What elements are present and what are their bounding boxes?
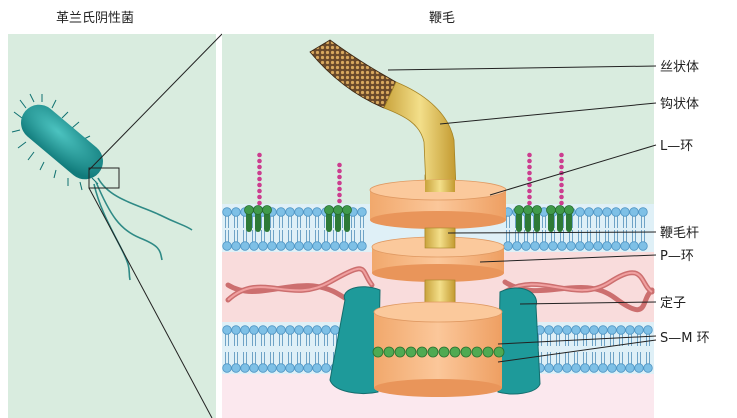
sm-ring [372,301,505,397]
stator-left [329,286,381,394]
hook [383,81,457,189]
label-filament: 丝状体 [660,60,699,75]
label-stator: 定子 [660,296,686,311]
label-rod: 鞭毛杆 [660,226,699,241]
peptidoglycan-highlights [227,267,653,301]
sm-ring-beads [372,346,505,358]
zoom-line-top [88,33,223,171]
leader-lines [387,65,657,363]
title-gram-negative: 革兰氏阴性菌 [56,11,134,26]
label-sm-ring: S—M 环 [660,331,710,346]
bacterium-body [21,104,103,180]
zoom-box [88,167,120,189]
stator-right [497,287,541,395]
inner-membrane [222,325,653,373]
label-p-ring: P—环 [660,249,694,264]
label-hook: 钩状体 [660,97,699,112]
p-ring [371,227,505,282]
left-panel-bg [8,34,216,418]
lipopolysaccharide-chains [244,152,574,232]
l-ring [369,179,507,229]
title-flagellum: 鞭毛 [429,11,455,26]
zoom-line-bottom [88,187,213,418]
label-l-ring: L—环 [660,139,693,154]
